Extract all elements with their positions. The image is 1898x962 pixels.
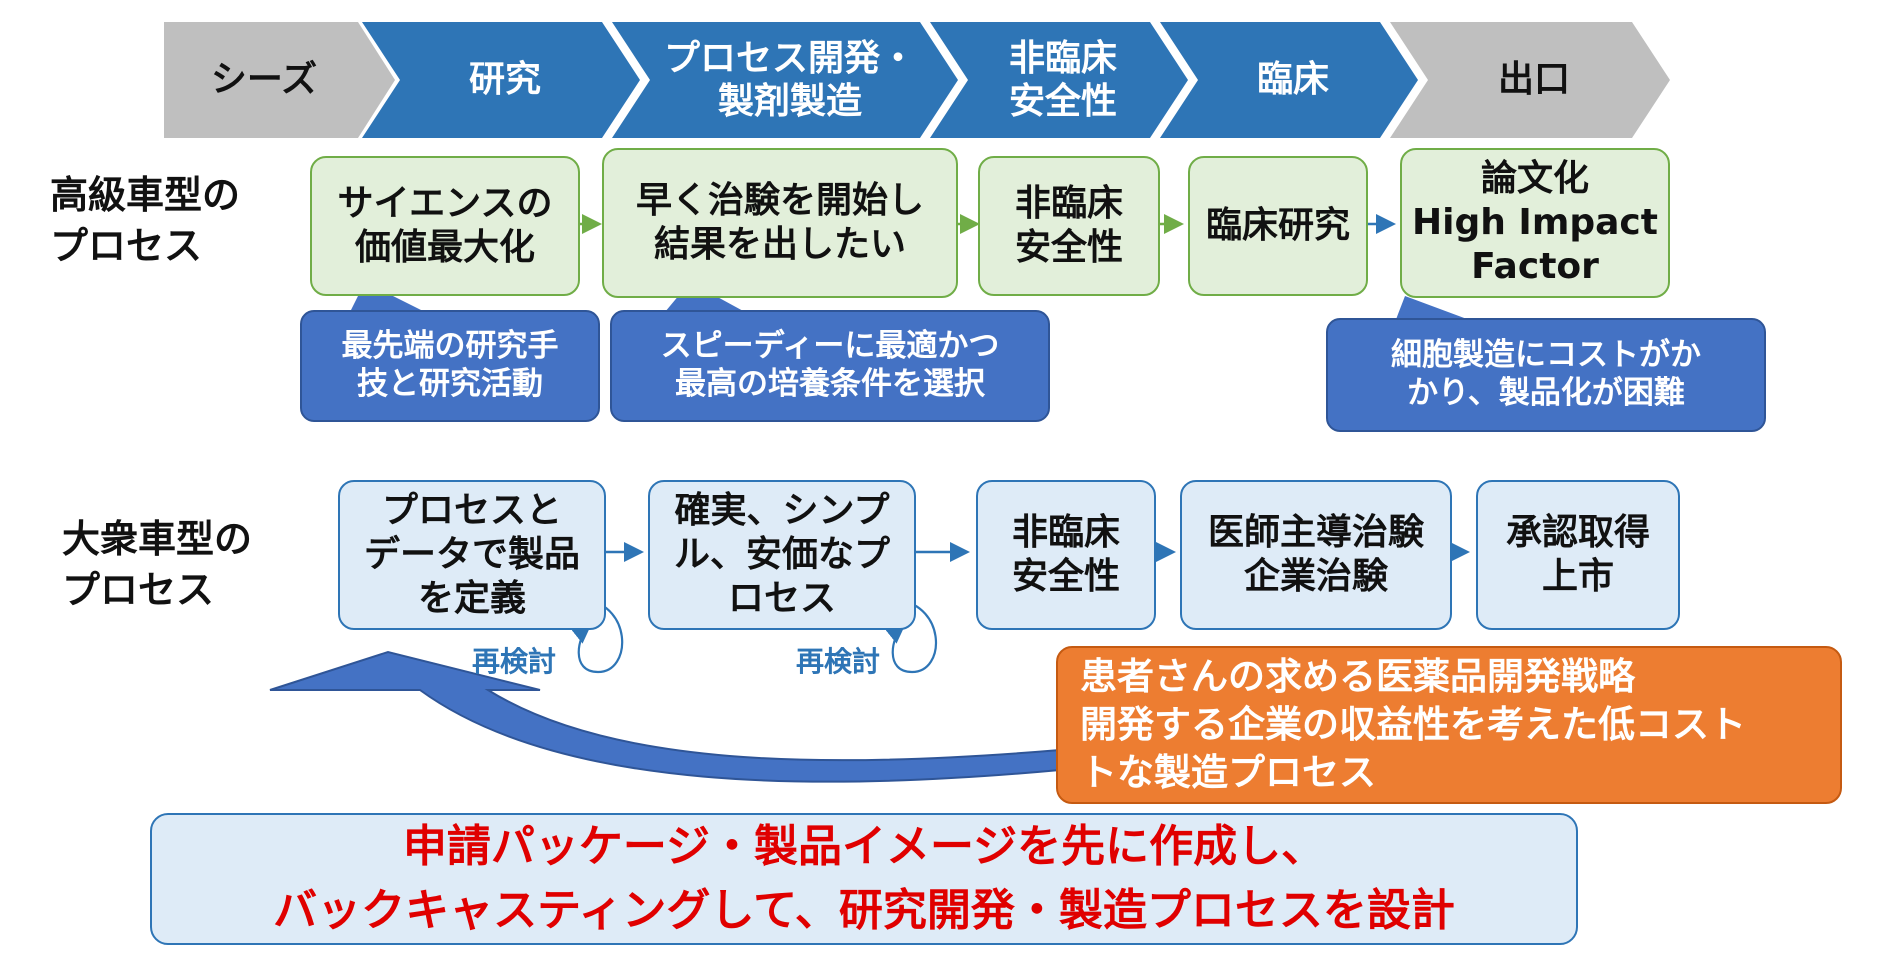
conclusion-banner: 申請パッケージ・製品イメージを先に作成し、 バックキャスティングして、研究開発・… [150,813,1578,945]
backcasting-arrow [269,650,1061,783]
callout-speedy: スピーディーに最適かつ 最高の培養条件を選択 [610,310,1050,422]
mass-row-label: 大衆車型の プロセス [62,517,253,613]
stage-chevron-clinical [1160,22,1418,138]
stage-label-process: プロセス開発・ 製剤製造 [663,37,916,122]
callout-pointer-3 [1395,296,1475,322]
stage-chevron-nonclinical [930,22,1188,138]
luxury-row-label: 高級車型の プロセス [50,173,241,269]
stage-chevron-research [362,22,640,138]
review-label-1: 再検討 [472,645,557,678]
mass-step-nonclinical: 非臨床 安全性 [976,480,1156,630]
stage-label-seeds: シーズ [210,59,318,101]
stage-label-clinical: 臨床 [1256,59,1329,101]
review-label-2: 再検討 [796,645,881,678]
mass-step-approval: 承認取得 上市 [1476,480,1680,630]
luxury-step-nonclinical: 非臨床 安全性 [978,156,1160,296]
luxury-step-science: サイエンスの 価値最大化 [310,156,580,296]
luxury-step-publication: 論文化 High Impact Factor [1400,148,1670,298]
strategy-note: 患者さんの求める医薬品開発戦略 開発する企業の収益性を考えた低コスト トな製造プ… [1056,646,1842,804]
mass-step-define: プロセスと データで製品 を定義 [338,480,606,630]
stage-chevron-seeds [164,22,395,138]
review-loop-1 [571,598,624,674]
stage-chevron-process [612,22,958,138]
callout-cost: 細胞製造にコストがか かり、製品化が困難 [1326,318,1766,432]
stage-chevron-exit [1390,22,1670,138]
mass-step-simple-process: 確実、シンプ ル、安価なプ ロセス [648,480,916,630]
luxury-step-clinical-research: 臨床研究 [1188,156,1368,296]
luxury-step-early-trial: 早く治験を開始し 結果を出したい [602,148,958,298]
stage-label-research: 研究 [468,59,541,101]
stage-label-nonclinical: 非臨床 安全性 [1008,37,1117,122]
mass-step-trials: 医師主導治験 企業治験 [1180,480,1452,630]
stage-label-exit: 出口 [1497,59,1570,101]
callout-cutting-edge: 最先端の研究手 技と研究活動 [300,310,600,422]
review-loop-2 [885,598,938,674]
